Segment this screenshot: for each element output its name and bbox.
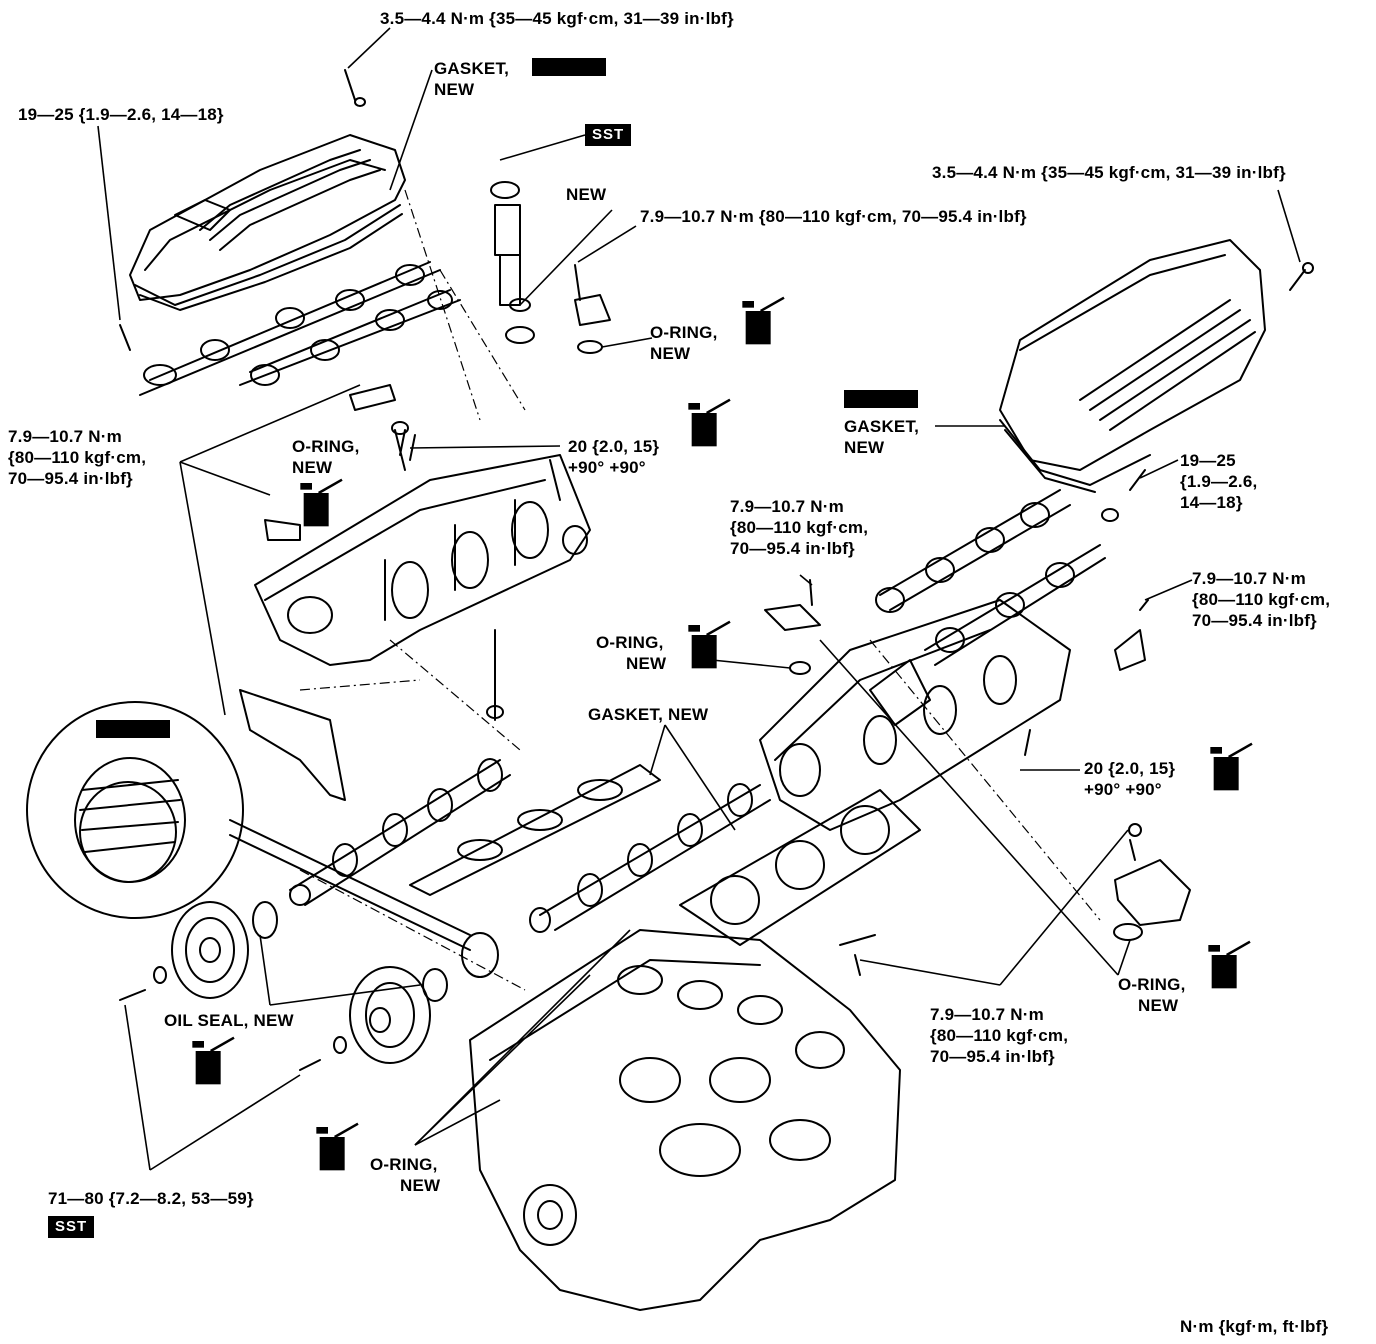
oil-seal-new-label: OIL SEAL, NEW bbox=[164, 1011, 294, 1030]
oring-new-label-right: O-RING,NEW bbox=[1118, 975, 1186, 1015]
oil-can-icon bbox=[1208, 940, 1251, 989]
torque-label-right: 7.9—10.7 N·m{80—110 kgf·cm,70—95.4 in·lb… bbox=[1192, 569, 1331, 630]
left-valve-cover bbox=[129, 134, 406, 311]
centerlines bbox=[299, 189, 1101, 991]
oil-can-icon bbox=[688, 398, 731, 447]
right-camshaft bbox=[529, 783, 771, 933]
water-outlet bbox=[1113, 839, 1191, 941]
left-camshaft bbox=[289, 758, 511, 906]
torque-label-mid: 7.9—10.7 N·m {80—110 kgf·cm, 70—95.4 in·… bbox=[640, 207, 1027, 226]
torque-label-center: 7.9—10.7 N·m{80—110 kgf·cm,70—95.4 in·lb… bbox=[730, 497, 869, 558]
right-rocker-shaft bbox=[875, 489, 1106, 666]
oil-can-icon bbox=[316, 1122, 359, 1171]
right-top-bolt bbox=[1289, 262, 1314, 291]
oring-new-label-center: O-RING,NEW bbox=[596, 633, 667, 673]
engine-block bbox=[469, 929, 901, 1311]
leader-lines bbox=[97, 27, 1301, 1171]
left-head-gasket bbox=[409, 764, 661, 896]
oil-can-icon bbox=[1210, 742, 1253, 791]
gasket-new-label-head: GASKET, NEW bbox=[588, 705, 709, 724]
timing-pulleys bbox=[119, 901, 499, 1071]
oring-new-label-bottom: O-RING,NEW bbox=[370, 1155, 441, 1195]
torque-label-left-bolt: 19—25 {1.9—2.6, 14—18} bbox=[18, 105, 224, 124]
right-cylinder-head bbox=[759, 599, 1071, 831]
head-bolt-torque-label-right: 20 {2.0, 15}+90° +90° bbox=[1084, 759, 1176, 799]
torque-label-right-bolt: 19—25{1.9—2.6,14—18} bbox=[1180, 451, 1258, 512]
sealant-icon-top bbox=[532, 58, 606, 76]
right-valve-cover bbox=[999, 239, 1266, 493]
sst-badge-top: SST bbox=[585, 124, 632, 146]
oring-new-label-left: O-RING,NEW bbox=[292, 437, 360, 477]
oil-can-icon bbox=[688, 620, 731, 669]
left-rocker-shaft bbox=[139, 261, 461, 396]
head-bolt-torque-label: 20 {2.0, 15}+90° +90° bbox=[568, 437, 660, 477]
left-cylinder-head bbox=[254, 429, 591, 721]
torque-label-pulley: 71—80 {7.2—8.2, 53—59} bbox=[48, 1189, 254, 1208]
oil-seal-detail bbox=[26, 701, 471, 951]
torque-label-left: 7.9—10.7 N·m{80—110 kgf·cm,70—95.4 in·lb… bbox=[8, 427, 147, 488]
valve-spring-parts bbox=[119, 69, 611, 354]
gasket-new-label-top: GASKET,NEW bbox=[434, 59, 510, 99]
torque-label-right-top: 3.5—4.4 N·m {35—45 kgf·cm, 31—39 in·lbf} bbox=[932, 163, 1286, 182]
oil-can-icon bbox=[742, 296, 785, 345]
sst-badge-bottom: SST bbox=[48, 1216, 95, 1238]
sealant-icon-right bbox=[844, 390, 918, 408]
torque-label-lower: 7.9—10.7 N·m{80—110 kgf·cm,70—95.4 in·lb… bbox=[930, 1005, 1069, 1066]
torque-label-top: 3.5—4.4 N·m {35—45 kgf·cm, 31—39 in·lbf} bbox=[380, 9, 734, 28]
oil-can-icon bbox=[300, 478, 343, 527]
units-legend: N·m {kgf·m, ft·lbf} bbox=[1180, 1317, 1329, 1336]
oring-new-label-top: O-RING,NEW bbox=[650, 323, 718, 363]
oil-can-icon bbox=[192, 1036, 235, 1085]
right-head-gasket bbox=[679, 789, 921, 946]
sealant-icon-left bbox=[96, 720, 170, 738]
new-seal-label: NEW bbox=[566, 185, 607, 204]
gasket-new-label-right: GASKET,NEW bbox=[844, 417, 920, 457]
left-timing-cover bbox=[239, 384, 409, 801]
